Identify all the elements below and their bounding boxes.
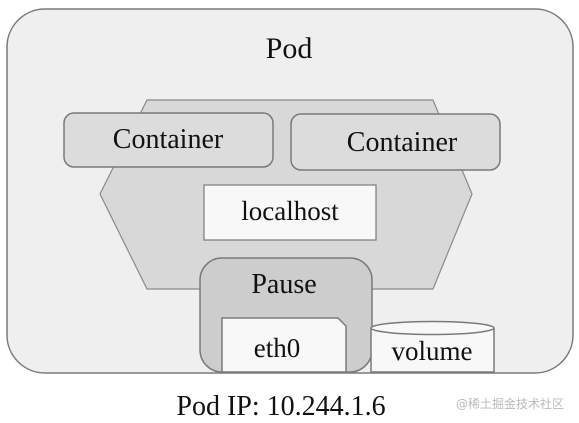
container-right-label: Container [347, 127, 458, 158]
container-left-label: Container [113, 124, 224, 155]
volume-cylinder-body [370, 328, 495, 373]
eth0-interface: eth0 [221, 317, 347, 373]
watermark-text: @稀土掘金技术社区 [456, 396, 564, 411]
localhost-box: localhost [203, 184, 377, 241]
localhost-label: localhost [241, 196, 339, 226]
container-left: Container [63, 112, 274, 168]
container-right: Container [290, 113, 501, 171]
pause-label: Pause [251, 269, 316, 300]
eth0-label: eth0 [254, 333, 301, 363]
pod-title: Pod [266, 32, 313, 65]
volume-label: volume [392, 336, 473, 366]
volume-cylinder-top [370, 320, 495, 336]
container-left-box [63, 112, 274, 168]
localhost-rect [203, 184, 377, 241]
container-right-box [290, 113, 501, 171]
eth0-box [221, 317, 347, 373]
pod-ip-label: Pod IP: 10.244.1.6 [176, 391, 385, 422]
volume: volume [370, 320, 495, 373]
